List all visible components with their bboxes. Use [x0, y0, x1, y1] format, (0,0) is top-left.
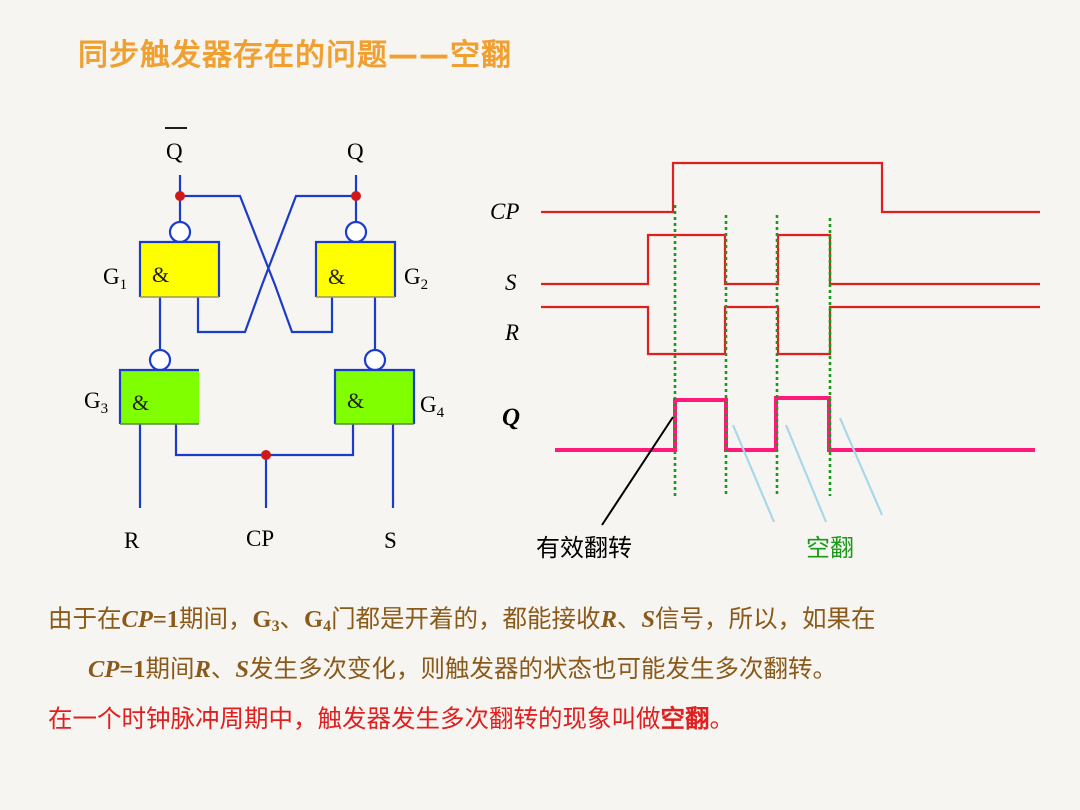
cp-junction-dot [261, 450, 271, 460]
g1-inversion-bubble [168, 220, 192, 244]
input-r-label: R [124, 528, 140, 553]
q-waveform [555, 396, 1035, 452]
valid-toggle-arrow [601, 416, 674, 526]
timing-s-label: S [505, 270, 517, 295]
qbar-junction-dot [175, 191, 185, 201]
timing-r-label: R [504, 320, 519, 345]
r-waveform [541, 305, 1040, 356]
diagram: & & & & Q Q G1 G2 G3 G4 R CP S CP S R Q [84, 127, 1040, 562]
empty-toggle-label: 空翻 [806, 534, 854, 562]
gate-g2: & [314, 240, 397, 298]
g4-label: G4 [420, 392, 445, 421]
timing-cp-label: CP [490, 199, 519, 224]
timing-q-label: Q [502, 404, 520, 431]
q-label: Q [347, 139, 364, 164]
timing-guides [673, 205, 832, 496]
explanation-paragraph: 由于在CP=1期间，G3、G4门都是开着的，都能接收R、S信号，所以，如果在 C… [48, 604, 876, 683]
g2-and-symbol: & [328, 264, 345, 289]
page-title: 同步触发器存在的问题——空翻 [78, 38, 512, 73]
g1-label: G1 [103, 264, 127, 293]
g3-label: G3 [84, 388, 108, 417]
g3-inversion-bubble [148, 348, 172, 372]
valid-toggle-label: 有效翻转 [536, 534, 632, 562]
g4-and-symbol: & [347, 388, 364, 413]
g3-and-symbol: & [132, 390, 149, 415]
timing-waveforms [541, 161, 1040, 452]
gate-g1: & [138, 240, 221, 298]
g1-and-symbol: & [152, 262, 169, 287]
s-waveform [541, 233, 1040, 286]
qbar-label: Q [166, 139, 183, 164]
gate-g3: & [118, 368, 199, 425]
cp-waveform [541, 161, 1040, 214]
g2-label: G2 [404, 264, 428, 293]
g4-inversion-bubble [363, 348, 387, 372]
input-cp-label: CP [246, 526, 274, 551]
empty-toggle-marks [731, 417, 884, 523]
input-s-label: S [384, 528, 397, 553]
latch-circuit [138, 175, 395, 508]
gate-g4: & [333, 368, 416, 425]
q-junction-dot [351, 191, 361, 201]
conclusion-text: 在一个时钟脉冲周期中，触发器发生多次翻转的现象叫做空翻。 [48, 704, 734, 733]
g2-inversion-bubble [344, 220, 368, 244]
